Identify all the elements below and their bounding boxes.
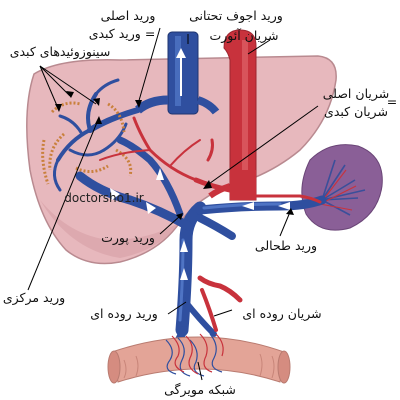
aorta-stub (230, 170, 256, 200)
label-hepatic-artery-line2: شریان کبدی (324, 104, 388, 120)
label-hepatic-artery-eq: = (387, 94, 397, 109)
aorta-highlight (242, 40, 248, 190)
label-sinusoids: سینوزوئیدهای کبدی (10, 44, 111, 60)
intestine (112, 337, 284, 382)
label-capillary-network: شبکه مویرگی (164, 382, 236, 398)
splenic-to-portal-lower (200, 218, 232, 236)
watermark: doctorsho1.ir (64, 191, 144, 205)
label-splenic-vein: ورید طحالی (255, 238, 317, 254)
label-aorta: شریان آئورت (209, 28, 278, 44)
label-central-vein: ورید مرکزی (3, 290, 65, 306)
label-inferior-vena-cava: ورید اجوف تحتانی (189, 8, 283, 24)
intestine-end-left (108, 351, 120, 383)
label-hepatic-vein-line2: ورید کبدی = (89, 26, 156, 42)
label-intestinal-vein: ورید روده ای (90, 306, 158, 322)
label-hepatic-artery-line1: شریان اصلی (323, 86, 389, 102)
inferior-vena-cava (168, 32, 198, 114)
label-hepatic-vein-line1: ورید اصلی (101, 8, 156, 24)
intestine-end-right (278, 351, 290, 383)
label-portal-vein: ورید پورت (101, 230, 155, 246)
label-intestinal-artery: شریان روده ای (242, 306, 321, 322)
